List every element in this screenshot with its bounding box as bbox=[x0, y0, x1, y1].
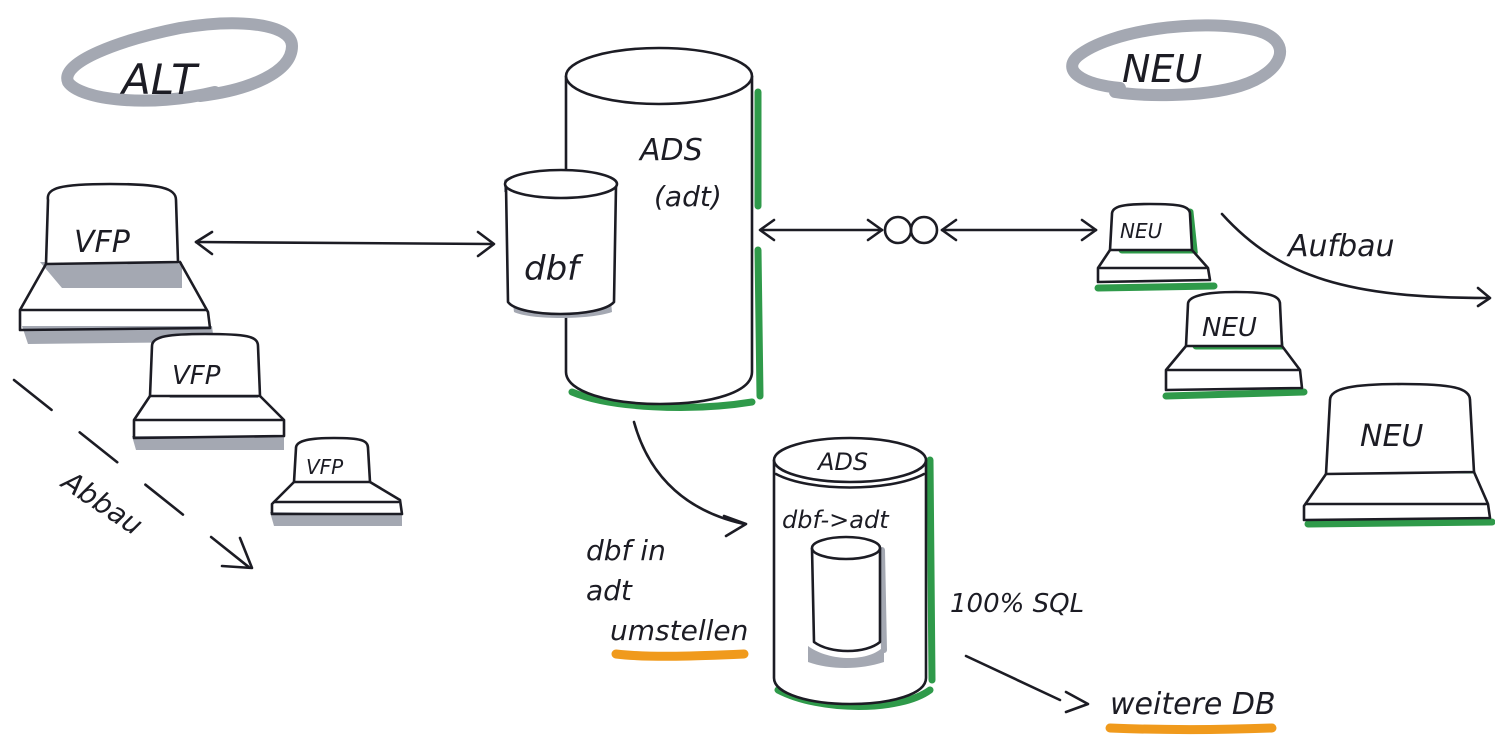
vfp-1-label: VFP bbox=[74, 225, 131, 260]
sql-label: 100% SQL bbox=[950, 589, 1084, 619]
vfp-3-label: VFP bbox=[306, 455, 344, 479]
aufbau-label: Aufbau bbox=[1286, 229, 1395, 264]
vfp-computer-2: VFP bbox=[132, 332, 286, 450]
vfp-2-label: VFP bbox=[172, 361, 221, 391]
alt-header: ALT bbox=[61, 17, 299, 107]
dbf-label: dbf bbox=[524, 249, 584, 289]
dbf-database: dbf bbox=[503, 168, 619, 318]
vfp-computer-3: VFP bbox=[270, 436, 404, 526]
vfp-dbf-arrow bbox=[194, 230, 496, 258]
aufbau-arrow: Aufbau bbox=[1220, 212, 1492, 308]
neu-computer-3: NEU bbox=[1302, 382, 1495, 528]
weitere-db-label: weitere DB bbox=[1110, 687, 1276, 722]
infinity-icon bbox=[883, 215, 939, 245]
ads-small-label: ADS bbox=[816, 448, 868, 476]
neu-header: NEU bbox=[1066, 19, 1286, 102]
neu-computer-2: NEU bbox=[1162, 290, 1308, 400]
dbf-to-adt-label: dbf->adt bbox=[782, 506, 890, 534]
adt-label: adt bbox=[586, 574, 633, 607]
neu-computer-1: NEU bbox=[1094, 202, 1218, 292]
ads-main-database: ADS (adt) bbox=[564, 46, 764, 411]
migration-note: dbf in adt umstellen bbox=[586, 534, 749, 661]
weitere-db-arrow: weitere DB bbox=[964, 654, 1277, 734]
ads-neu-connection bbox=[758, 215, 1098, 245]
adt-main-label: (adt) bbox=[654, 180, 722, 213]
abbau-label: Abbau bbox=[54, 463, 148, 542]
neu-3-label: NEU bbox=[1360, 419, 1423, 454]
dbf-in-label: dbf in bbox=[586, 534, 666, 567]
neu-2-label: NEU bbox=[1202, 313, 1257, 343]
neu-header-label: NEU bbox=[1122, 47, 1202, 91]
vfp-computer-1: VFP bbox=[18, 182, 214, 344]
alt-label: ALT bbox=[119, 55, 200, 104]
abbau-arrow: Abbau bbox=[12, 378, 254, 570]
ads-main-label: ADS bbox=[638, 133, 703, 168]
ads-small-database: ADS dbf->adt bbox=[772, 436, 936, 710]
neu-1-label: NEU bbox=[1120, 219, 1163, 243]
migration-arrow bbox=[632, 420, 748, 538]
umstellen-label: umstellen bbox=[610, 614, 748, 647]
